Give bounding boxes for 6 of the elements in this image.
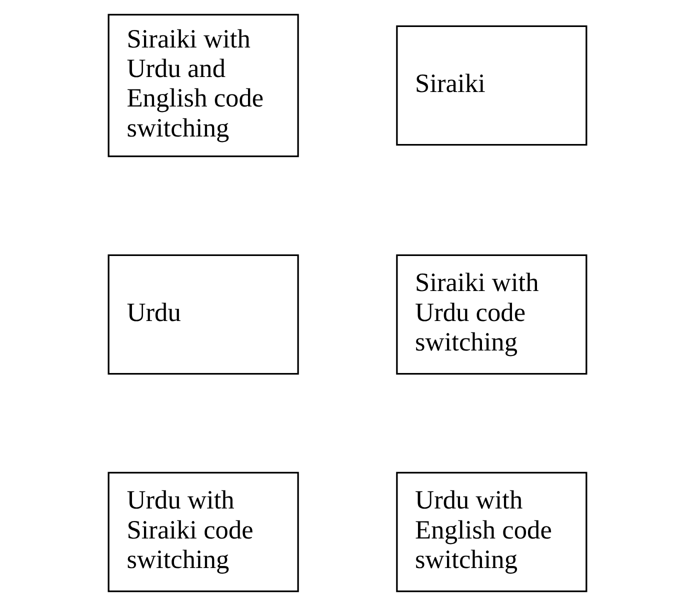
- node-box: Siraiki with Urdu code switching: [396, 254, 588, 375]
- node-box: Siraiki: [396, 25, 588, 146]
- node-box: Urdu with English code switching: [396, 472, 588, 592]
- node-box: Urdu: [108, 254, 299, 375]
- node-box: Siraiki with Urdu and English code switching: [108, 14, 299, 158]
- node-box: Urdu with Siraiki code switching: [108, 472, 299, 592]
